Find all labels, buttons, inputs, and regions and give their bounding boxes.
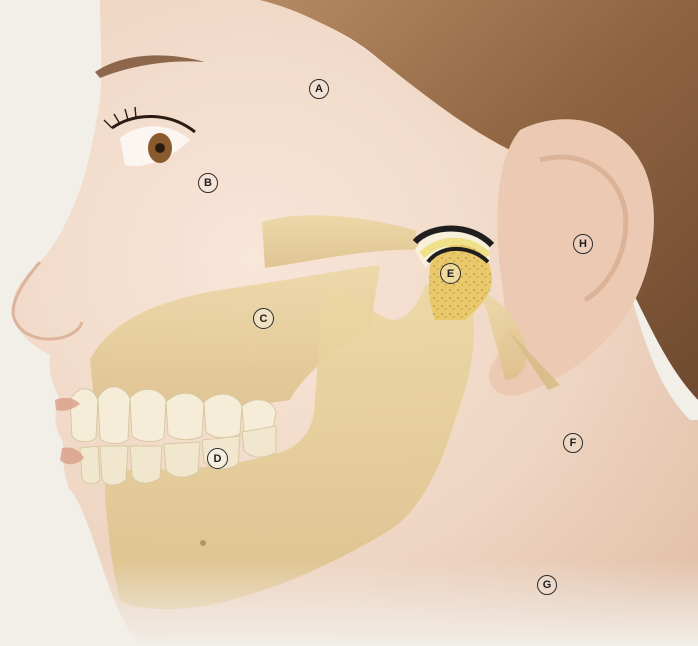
- marker-h[interactable]: H: [573, 234, 593, 254]
- marker-d[interactable]: D: [207, 448, 228, 469]
- marker-e[interactable]: E: [440, 263, 461, 284]
- marker-f[interactable]: F: [563, 433, 583, 453]
- bottom-fade: [0, 560, 698, 646]
- marker-c[interactable]: C: [253, 308, 274, 329]
- marker-b[interactable]: B: [198, 173, 218, 193]
- mental-foramen: [200, 540, 206, 546]
- marker-a[interactable]: A: [309, 79, 329, 99]
- marker-g[interactable]: G: [537, 575, 557, 595]
